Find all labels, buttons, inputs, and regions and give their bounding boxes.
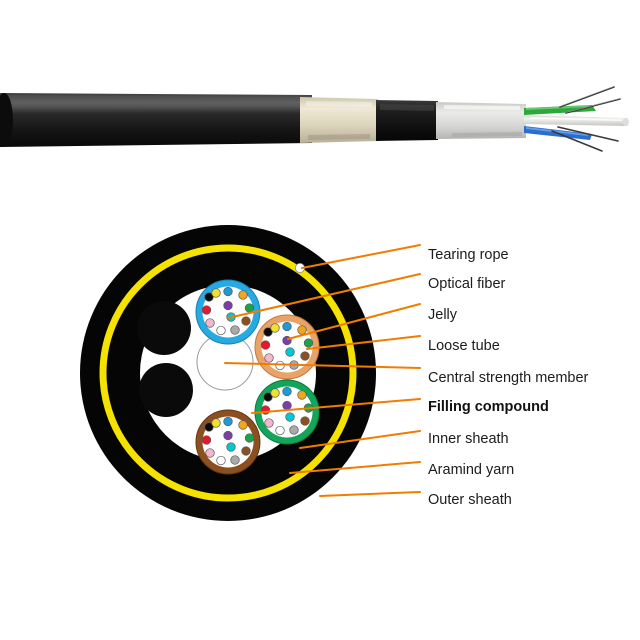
photo-inner-sheath [376, 100, 438, 141]
callout-label-central-strength-member: Central strength member [428, 370, 589, 386]
photo-filling-compound [436, 102, 526, 139]
filler-rod-lower [139, 363, 193, 417]
loose-tube-orange [254, 314, 320, 380]
loose-tube-green [254, 379, 320, 445]
loose-tube-blue [195, 279, 261, 345]
callout-label-tearing-rope: Tearing rope [428, 247, 509, 263]
callout-label-jelly: Jelly [428, 307, 458, 323]
callout-label-filling-compound: Filling compound [428, 399, 549, 415]
filler-rod-upper [137, 301, 191, 355]
cross-section-svg [80, 225, 376, 521]
tearing-rope-icon [294, 262, 305, 273]
callout-label-inner-sheath: Inner sheath [428, 431, 509, 447]
photo-optical-fibers-highlight [559, 86, 621, 113]
callout-label-optical-fiber: Optical fiber [428, 276, 506, 292]
photo-outer-sheath [0, 93, 312, 147]
loose-tube-brown [195, 409, 261, 475]
callout-label-aramind-yarn: Aramind yarn [428, 462, 515, 478]
cable-photo-svg [0, 86, 629, 152]
cable-photo: Outdoor fiber cable ADSS-24C [0, 55, 640, 183]
callout-label-loose-tube: Loose tube [428, 338, 500, 354]
aramid-yarn-ring [99, 244, 357, 502]
callout-label-outer-sheath: Outer sheath [428, 492, 512, 508]
photo-central-strength-member [524, 115, 629, 127]
photo-aramid-yarn [300, 97, 378, 143]
photo-optical-fibers [551, 86, 621, 152]
